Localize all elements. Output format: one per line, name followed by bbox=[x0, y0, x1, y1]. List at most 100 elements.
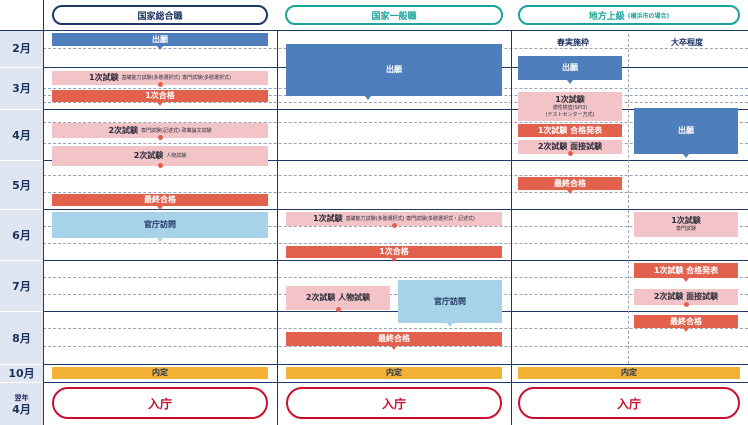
grid-dash bbox=[43, 192, 748, 193]
grid-dash bbox=[43, 294, 748, 295]
month-jun: 6月 bbox=[0, 210, 43, 260]
grid-dash bbox=[43, 175, 748, 176]
col1-first-exam-label: 1次試験 bbox=[89, 73, 119, 82]
col1-first-pass: 1次合格 bbox=[52, 90, 268, 106]
col2-first-exam-label: 1次試験 bbox=[313, 214, 343, 223]
col3-spring-first-exam-label: 1次試験 bbox=[555, 94, 585, 104]
col1-office-visit: 官庁訪問 bbox=[52, 212, 268, 242]
col2-apply: 出願 bbox=[286, 44, 502, 100]
col1-second-exam-b-label: 2次試験 bbox=[133, 151, 164, 160]
col3-naitei-label: 内定 bbox=[621, 368, 637, 377]
col1-second-exam-a: 2次試験専門試験(記述式) 政策論文試験 bbox=[52, 123, 268, 140]
col3-univ-first-exam: 1次試験 専門試験 bbox=[634, 212, 738, 237]
col1-second-exam-b-detail: 人物試験 bbox=[166, 153, 187, 159]
col3-univ-first-result-label: 1次試験 合格発表 bbox=[653, 265, 719, 275]
col3-nyucho: 入庁 bbox=[518, 387, 740, 419]
subcolumn-divider bbox=[628, 34, 629, 364]
col1-naitei: 内定 bbox=[52, 367, 268, 379]
col3-naitei: 内定 bbox=[518, 367, 740, 379]
col1-first-exam-detail: 基礎能力試験(多肢選択式) 専門試験(多肢選択式) bbox=[121, 75, 231, 81]
col1-final-pass: 最終合格 bbox=[52, 194, 268, 210]
arrow-icon bbox=[683, 154, 689, 158]
dot-icon bbox=[158, 135, 163, 140]
col1-second-exam-b: 2次試験人物試験 bbox=[52, 146, 268, 168]
grid-dash bbox=[43, 277, 748, 278]
col1-naitei-label: 内定 bbox=[152, 368, 168, 377]
col3-univ-first-result: 1次試験 合格発表 bbox=[634, 263, 738, 282]
col3-univ-apply: 出願 bbox=[634, 108, 738, 158]
col3-univ-second-exam-label: 2次試験 面接試験 bbox=[653, 292, 719, 301]
grid-line bbox=[43, 311, 748, 312]
col3-spring-first-exam: 1次試験 適性検査(SPI3) (テストセンター方式) bbox=[518, 92, 622, 121]
header-national-general: 国家総合職 bbox=[52, 5, 268, 25]
arrow-icon bbox=[157, 238, 163, 242]
month-mar: 3月 bbox=[0, 68, 43, 109]
grid-line bbox=[43, 160, 748, 161]
col1-second-exam-a-detail: 専門試験(記述式) 政策論文試験 bbox=[141, 127, 212, 134]
col2-first-exam: 1次試験基礎能力試験(多肢選択式) 専門試験(多肢選択式・記述式) bbox=[286, 212, 502, 228]
arrow-icon bbox=[567, 190, 573, 194]
col3-univ-first-exam-label: 1次試験 bbox=[671, 216, 701, 225]
grid-dash bbox=[43, 143, 748, 144]
col3-spring-second-exam: 2次試験 面接試験 bbox=[518, 140, 622, 156]
arrow-icon bbox=[567, 80, 573, 84]
col3-spring-apply-label: 出願 bbox=[562, 63, 578, 72]
col3-spring-final-label: 最終合格 bbox=[554, 178, 586, 188]
arrow-icon bbox=[391, 346, 397, 350]
column-divider bbox=[277, 30, 278, 425]
col1-first-exam: 1次試験基礎能力試験(多肢選択式) 専門試験(多肢選択式) bbox=[52, 71, 268, 87]
header-local-senior: 地方上級 (横浜市の場合) bbox=[518, 5, 740, 25]
col1-office-visit-label: 官庁訪問 bbox=[144, 220, 176, 229]
arrow-icon bbox=[157, 102, 163, 106]
col2-office-visit-label: 官庁訪問 bbox=[434, 296, 466, 306]
col2-nyucho: 入庁 bbox=[286, 387, 502, 419]
col2-final-pass-label: 最終合格 bbox=[378, 334, 410, 343]
month-next-apr: 翌年 4月 bbox=[0, 383, 43, 425]
col3-spring-second-exam-label: 2次試験 面接試験 bbox=[537, 142, 603, 151]
col2-second-exam: 2次試験 人物試験 bbox=[286, 286, 390, 312]
column-divider bbox=[511, 30, 512, 425]
col2-naitei: 内定 bbox=[286, 367, 502, 379]
dot-icon bbox=[158, 163, 163, 168]
grid-line bbox=[43, 209, 748, 210]
dot-icon bbox=[684, 302, 689, 307]
col2-first-pass-label: 1次合格 bbox=[379, 247, 409, 256]
dot-icon bbox=[392, 223, 397, 228]
col1-second-exam-a-label: 2次試験 bbox=[108, 125, 139, 135]
col2-naitei-label: 内定 bbox=[386, 368, 402, 377]
col2-first-pass: 1次合格 bbox=[286, 246, 502, 262]
col3-spring-first-result: 1次試験 合格発表 bbox=[518, 124, 622, 137]
arrow-icon bbox=[683, 278, 689, 282]
col3-spring-first-detail1: 適性検査(SPI3) bbox=[552, 104, 588, 111]
col3-spring-apply: 出願 bbox=[518, 56, 622, 84]
grid-line bbox=[0, 30, 748, 31]
col3-univ-second-exam: 2次試験 面接試験 bbox=[634, 289, 738, 307]
grid-line bbox=[43, 109, 748, 110]
grid-dash bbox=[43, 122, 748, 123]
col3-univ-apply-label: 出願 bbox=[678, 126, 694, 135]
grid-dash bbox=[43, 102, 748, 103]
col2-second-exam-label: 2次試験 人物試験 bbox=[305, 293, 371, 302]
dot-icon bbox=[336, 307, 341, 312]
arrow-icon bbox=[157, 46, 163, 50]
subheader-spring-track: 春実施枠 bbox=[557, 38, 589, 47]
header-local-senior-note: (横浜市の場合) bbox=[627, 12, 670, 20]
col1-first-pass-label: 1次合格 bbox=[145, 91, 175, 100]
col1-apply: 出願 bbox=[52, 33, 268, 50]
col2-final-pass: 最終合格 bbox=[286, 332, 502, 350]
col3-spring-first-detail2: (テストセンター方式) bbox=[545, 111, 595, 118]
arrow-icon bbox=[157, 206, 163, 210]
grid-line bbox=[43, 364, 748, 365]
dot-icon bbox=[568, 151, 573, 156]
grid-line bbox=[43, 382, 748, 383]
col1-final-pass-label: 最終合格 bbox=[144, 195, 176, 204]
col3-univ-final: 最終合格 bbox=[634, 315, 738, 332]
grid-dash bbox=[43, 328, 748, 329]
subheader-university-track: 大卒程度 bbox=[671, 38, 703, 47]
header-national-ordinary: 国家一般職 bbox=[285, 5, 503, 25]
grid-dash bbox=[43, 243, 748, 244]
month-apr: 4月 bbox=[0, 110, 43, 160]
arrow-icon bbox=[365, 96, 372, 100]
col2-office-visit: 官庁訪問 bbox=[398, 280, 502, 327]
month-next-apr-label: 4月 bbox=[12, 403, 31, 416]
